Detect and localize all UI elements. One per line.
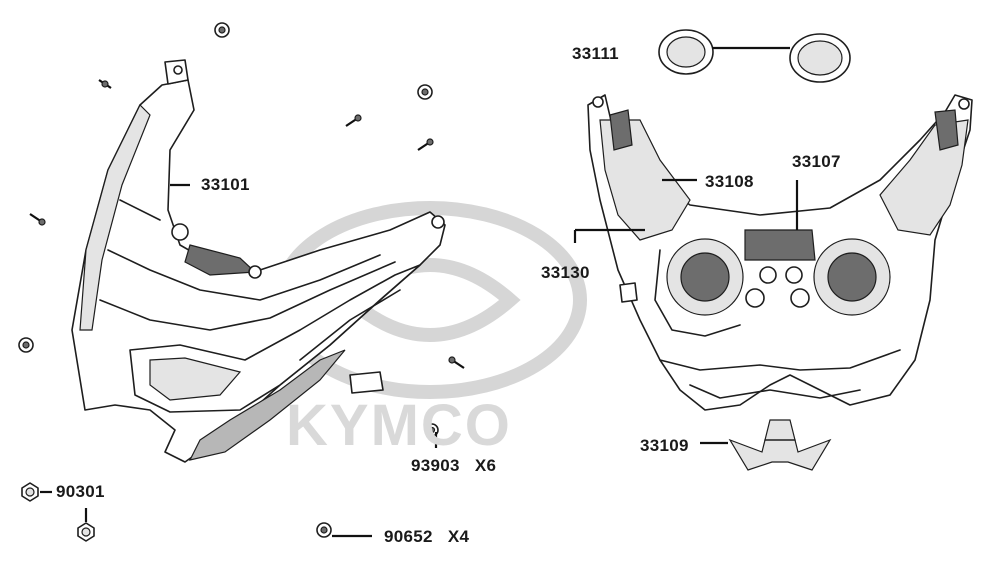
headlight-housing-rear-view [587, 94, 973, 411]
callout-33107: 33107 [792, 152, 841, 171]
callout-90301: 90301 [56, 482, 105, 501]
callout-33111: 33111 [572, 44, 619, 63]
callout-33130: 33130 [541, 263, 590, 282]
callout-33101: 33101 [201, 175, 250, 194]
headlight-trim-piece [728, 419, 832, 471]
leader-lines [40, 46, 799, 538]
headlight-seal-rings [658, 29, 851, 83]
callout-90652: 90652 X4 [384, 527, 470, 546]
callout-33108: 33108 [705, 172, 754, 191]
callout-93903: 93903 X6 [411, 456, 497, 475]
callout-33109: 33109 [640, 436, 689, 455]
kymco-watermark-text: KYMCO [286, 393, 512, 458]
headlight-housing-left-view [71, 59, 446, 463]
screws [18, 22, 465, 542]
